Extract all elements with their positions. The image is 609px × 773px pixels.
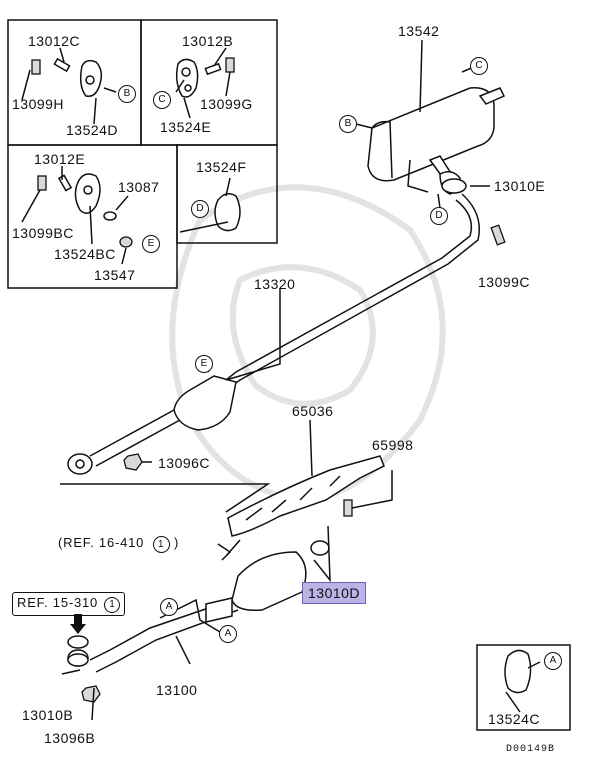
gasket-13010e	[441, 178, 467, 194]
label-13096c: 13096C	[158, 455, 211, 471]
ref-15-310[interactable]: REF. 15-310 1	[12, 592, 126, 616]
drawing-code: D00149B	[506, 744, 556, 755]
inset-boxes	[7, 19, 571, 731]
bolt-13099bc	[37, 175, 47, 191]
label-65998: 65998	[372, 437, 414, 453]
bolt-65998	[343, 499, 353, 517]
heat-shield-65036	[227, 455, 385, 537]
callout-d-box4: D	[191, 200, 209, 218]
label-13099bc: 13099BC	[12, 225, 74, 241]
label-13524bc: 13524BC	[54, 246, 116, 262]
callout-a-front1: A	[160, 598, 178, 616]
washer-13087	[103, 211, 117, 221]
label-13524e: 13524E	[160, 119, 212, 135]
inset-box-5	[476, 644, 571, 731]
callout-e-box3: E	[142, 235, 160, 253]
label-13100: 13100	[156, 682, 198, 698]
label-13524f: 13524F	[196, 159, 247, 175]
label-13012c: 13012C	[28, 33, 81, 49]
callout-c-box2: C	[153, 91, 171, 109]
label-13547: 13547	[94, 267, 136, 283]
label-13096b: 13096B	[44, 730, 96, 746]
bolt-13099g	[225, 57, 235, 73]
gasket-13010b	[67, 635, 89, 649]
label-13010e: 13010E	[494, 178, 546, 194]
up-arrow-icon	[70, 614, 86, 634]
label-13012e: 13012E	[34, 151, 86, 167]
pin-13012b	[204, 62, 222, 76]
callout-d-muffler: D	[430, 207, 448, 225]
nut-13547	[119, 236, 133, 248]
callout-b-box1: B	[118, 85, 136, 103]
label-65036: 65036	[292, 403, 334, 419]
box3-parts	[37, 173, 133, 248]
label-13010b: 13010B	[22, 707, 74, 723]
ref-16-410-number: 1	[152, 536, 170, 553]
label-13012b: 13012B	[182, 33, 234, 49]
ref-16-410[interactable]: (REF. 16-410 1 )	[58, 535, 179, 553]
pin-13012e	[57, 174, 73, 192]
bolt-13099c	[490, 224, 506, 246]
callout-a-box5: A	[544, 652, 562, 670]
callout-a-front2: A	[219, 625, 237, 643]
label-13087: 13087	[118, 179, 160, 195]
callout-b-muffler: B	[339, 115, 357, 133]
label-13099g: 13099G	[200, 96, 253, 112]
bolt-13099h	[31, 59, 41, 75]
muffler-13542	[367, 87, 506, 195]
label-13099h: 13099H	[12, 96, 65, 112]
ref-16-410-close: )	[174, 535, 180, 550]
ref-15-310-text: REF. 15-310	[17, 595, 99, 610]
pin-13012c	[53, 57, 71, 73]
label-13320: 13320	[254, 276, 296, 292]
label-13524c: 13524C	[488, 711, 541, 727]
box2-parts	[175, 57, 235, 98]
inset-box-4	[176, 144, 278, 244]
pipe-13320	[67, 193, 480, 475]
hanger-13524c	[504, 649, 532, 694]
nut-13096c	[123, 453, 143, 471]
label-13010d-highlighted[interactable]: 13010D	[302, 582, 367, 604]
nut-13096b	[81, 685, 101, 703]
watermark-emblem	[169, 184, 446, 504]
hanger-13524d	[79, 59, 103, 97]
gasket-13010d	[310, 540, 330, 556]
tailpipe	[478, 87, 506, 105]
callout-c-muffler: C	[470, 57, 488, 75]
label-13524d: 13524D	[66, 122, 119, 138]
ref-16-marker	[217, 539, 241, 561]
flange-13320	[67, 453, 93, 475]
ref-16-410-text: (REF. 16-410	[58, 535, 145, 550]
ref-15-310-number: 1	[104, 597, 121, 613]
label-13542: 13542	[398, 23, 440, 39]
hanger-13524f	[214, 193, 241, 232]
box1-parts	[31, 57, 103, 97]
catalytic-converter	[231, 551, 307, 612]
callout-e-pipe: E	[195, 355, 213, 373]
resonator	[173, 375, 237, 431]
label-13099c: 13099C	[478, 274, 531, 290]
